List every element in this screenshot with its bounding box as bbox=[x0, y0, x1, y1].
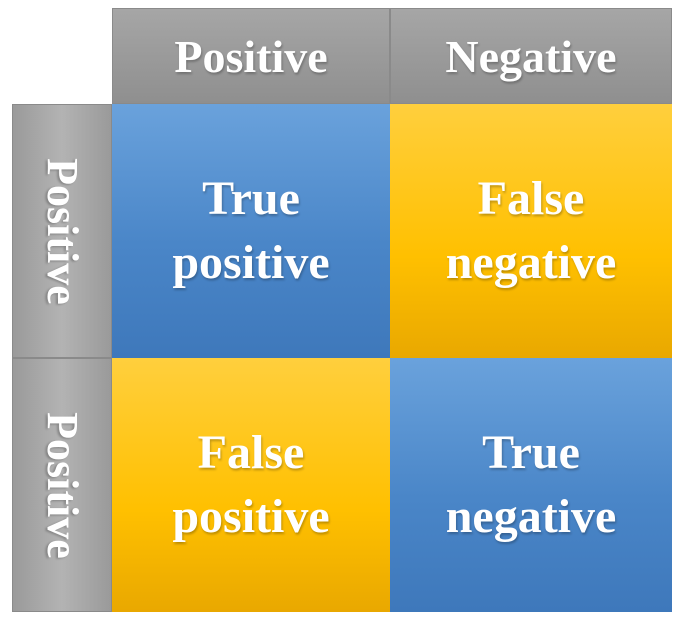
cell-false-positive-line2: positive bbox=[172, 490, 330, 543]
row-header-1: Positive bbox=[12, 104, 112, 358]
cell-true-positive-line1: True bbox=[202, 172, 300, 225]
column-header-positive-label: Positive bbox=[174, 30, 328, 82]
cell-true-negative: True negative bbox=[390, 358, 672, 612]
cell-true-negative-line1: True bbox=[482, 426, 580, 479]
row-header-1-label: Positive bbox=[37, 157, 87, 305]
column-header-negative: Negative bbox=[390, 8, 672, 104]
column-header-positive: Positive bbox=[112, 8, 390, 104]
cell-true-negative-line2: negative bbox=[445, 490, 617, 543]
cell-false-negative: False negative bbox=[390, 104, 672, 358]
row-header-2: Positive bbox=[12, 358, 112, 612]
cell-false-positive-line1: False bbox=[197, 426, 305, 479]
cell-false-negative-line2: negative bbox=[445, 236, 617, 289]
empty-corner bbox=[12, 8, 112, 104]
cell-false-positive: False positive bbox=[112, 358, 390, 612]
cell-true-positive: True positive bbox=[112, 104, 390, 358]
cell-false-negative-line1: False bbox=[477, 172, 585, 225]
row-header-2-label: Positive bbox=[37, 411, 87, 559]
cell-true-positive-line2: positive bbox=[172, 236, 330, 289]
column-header-negative-label: Negative bbox=[445, 30, 617, 82]
